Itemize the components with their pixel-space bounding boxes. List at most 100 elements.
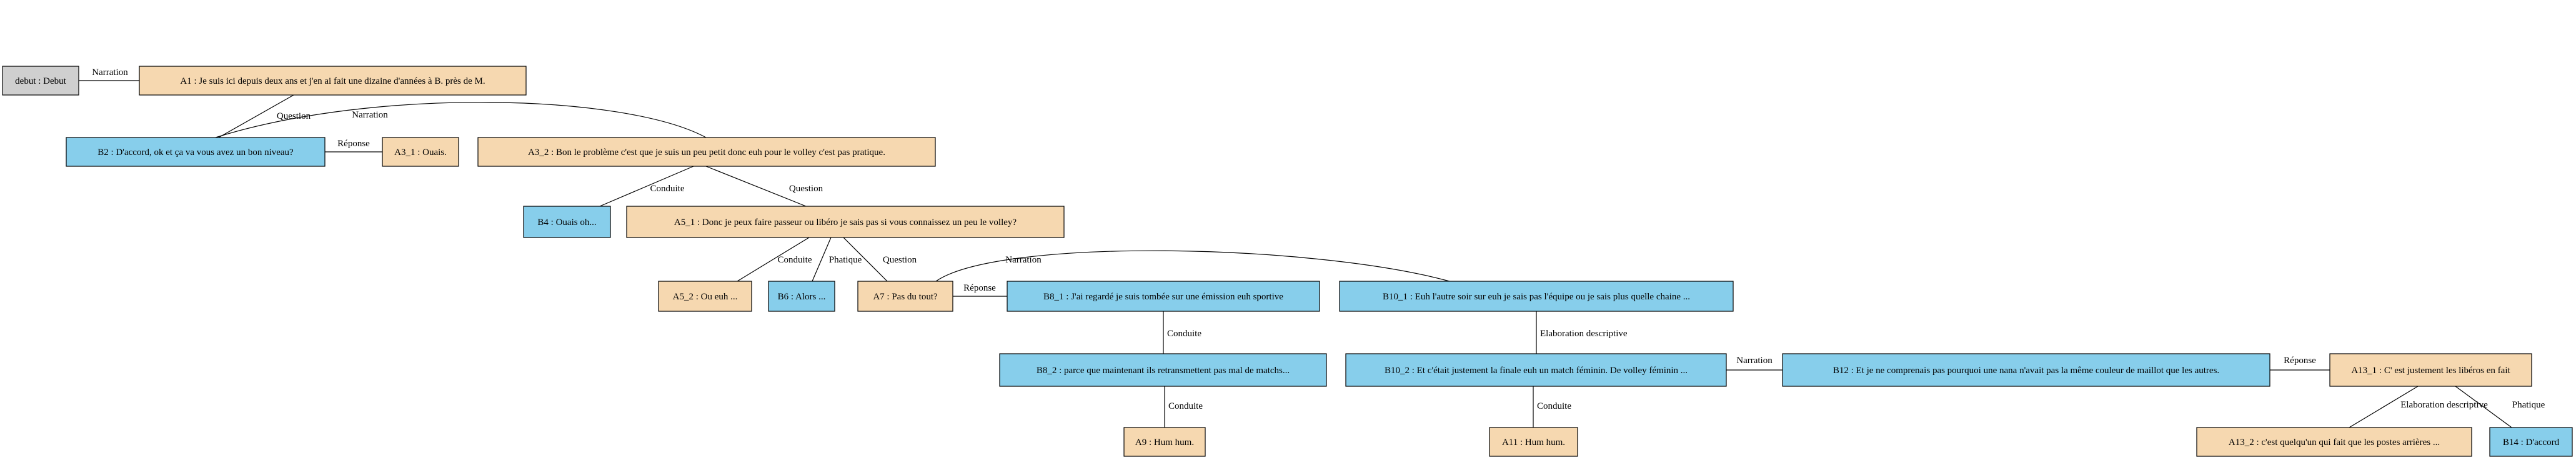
node-box — [2329, 353, 2532, 387]
node-b6: B6 : Alors ... — [768, 281, 835, 312]
edge-label: Elaboration descriptive — [1540, 329, 1628, 339]
node-label: A13_2 : c'est quelqu'un qui fait que les… — [2229, 438, 2440, 448]
node-label: B10_2 : Et c'était justement la finale e… — [1385, 366, 1688, 376]
edge-A13_1-A13_2: Elaboration descriptive — [2349, 386, 2488, 428]
node-label: A7 : Pas du tout? — [873, 292, 938, 302]
edge-label: Réponse — [2284, 356, 2316, 366]
edge-debut-A1: Narration — [79, 68, 139, 81]
node-label: B10_1 : Euh l'autre soir sur euh je sais… — [1383, 292, 1690, 302]
edge-line — [737, 237, 810, 282]
edge-B2-A3_1: Réponse — [325, 139, 382, 152]
edge-line — [2455, 386, 2512, 428]
edge-label: Réponse — [963, 283, 996, 293]
node-box — [2489, 427, 2573, 457]
node-b10-2: B10_2 : Et c'était justement la finale e… — [1345, 353, 1727, 387]
node-a9: A9 : Hum hum. — [1123, 427, 1206, 457]
edge-label: Elaboration descriptive — [2400, 400, 2488, 410]
node-box — [523, 206, 611, 238]
node-a13-2: A13_2 : c'est quelqu'un qui fait que les… — [2196, 427, 2472, 457]
node-box — [139, 66, 527, 96]
edge-B10_2-A11: Conduite — [1533, 386, 1571, 428]
node-label: A1 : Je suis ici depuis deux ans et j'en… — [180, 76, 485, 86]
edge-B2-A3_2: Narration — [215, 102, 707, 138]
node-label: A9 : Hum hum. — [1135, 438, 1194, 448]
edge-B10_1-B10_2: Elaboration descriptive — [1536, 311, 1628, 354]
node-label: A3_2 : Bon le problème c'est que je suis… — [528, 148, 885, 158]
edge-A5_1-B6: Phatique — [812, 237, 862, 282]
edge-label: Narration — [1005, 255, 1042, 265]
node-box — [1345, 353, 1727, 387]
edge-B10_2-B12: Narration — [1726, 356, 1783, 371]
edge-line — [705, 166, 807, 207]
node-a1: A1 : Je suis ici depuis deux ans et j'en… — [139, 66, 527, 96]
node-label: B2 : D'accord, ok et ça va vous avez un … — [97, 148, 294, 158]
edge-B8_2-A9: Conduite — [1164, 386, 1203, 428]
edge-A1-B2: Question — [218, 94, 311, 138]
edge-B8_1-B8_2: Conduite — [1163, 311, 1201, 354]
node-a3-1: A3_1 : Ouais. — [382, 137, 459, 167]
edge-label: Question — [789, 184, 823, 194]
node-a13-1: A13_1 : C' est justement les libéros en … — [2329, 353, 2532, 387]
node-box — [2196, 427, 2472, 457]
node-box — [999, 353, 1327, 387]
edge-line — [599, 166, 694, 207]
node-label: A3_1 : Ouais. — [394, 148, 447, 158]
node-box — [1489, 427, 1578, 457]
edge-label: Conduite — [650, 184, 685, 194]
node-label: B12 : Et je ne comprenais pas pourquoi u… — [1833, 366, 2219, 376]
edge-line — [935, 250, 1450, 282]
node-box — [2, 66, 79, 96]
edge-label: Question — [883, 255, 917, 265]
edge-line — [2349, 386, 2419, 428]
edge-layer: NarrationQuestionRéponseNarrationConduit… — [79, 68, 2545, 428]
node-a5-2: A5_2 : Ou euh ... — [658, 281, 752, 312]
node-b4: B4 : Ouais oh... — [523, 206, 611, 238]
node-label: B8_2 : parce que maintenant ils retransm… — [1037, 366, 1290, 376]
edge-A7-B8_1: Réponse — [953, 283, 1007, 297]
node-box — [1782, 353, 2270, 387]
edge-A5_1-A5_2: Conduite — [737, 237, 812, 282]
node-label: A11 : Hum hum. — [1502, 438, 1565, 448]
edge-label: Réponse — [337, 139, 370, 149]
edge-label: Narration — [92, 68, 128, 78]
node-b14: B14 : D'accord — [2489, 427, 2573, 457]
node-label: A5_1 : Donc je peux faire passeur ou lib… — [674, 218, 1017, 228]
node-a11: A11 : Hum hum. — [1489, 427, 1578, 457]
node-box — [66, 137, 326, 167]
node-label: B4 : Ouais oh... — [537, 218, 596, 228]
node-b8-2: B8_2 : parce que maintenant ils retransm… — [999, 353, 1327, 387]
node-box — [382, 137, 459, 167]
node-box — [857, 281, 953, 312]
node-box — [1007, 281, 1320, 312]
edge-line — [215, 102, 707, 138]
node-box — [658, 281, 752, 312]
node-label: B8_1 : J'ai regardé je suis tombée sur u… — [1043, 292, 1283, 302]
edge-line — [843, 237, 888, 282]
edge-A5_1-A7: Question — [843, 237, 917, 282]
node-box — [1123, 427, 1206, 457]
edge-label: Conduite — [1168, 401, 1203, 411]
node-label: B6 : Alors ... — [778, 292, 826, 302]
node-label: A5_2 : Ou euh ... — [673, 292, 738, 302]
edge-label: Phatique — [2512, 400, 2545, 410]
node-a7: A7 : Pas du tout? — [857, 281, 953, 312]
node-a3-2: A3_2 : Bon le problème c'est que je suis… — [477, 137, 936, 167]
node-box — [768, 281, 835, 312]
node-label: B14 : D'accord — [2503, 438, 2560, 448]
edge-label: Conduite — [1537, 401, 1571, 411]
edge-B12-A13_1: Réponse — [2270, 356, 2330, 371]
node-b12: B12 : Et je ne comprenais pas pourquoi u… — [1782, 353, 2270, 387]
node-b10-1: B10_1 : Euh l'autre soir sur euh je sais… — [1339, 281, 1734, 312]
edge-label: Question — [277, 111, 311, 121]
node-box — [1339, 281, 1734, 312]
edge-A3_2-A5_1: Question — [705, 166, 823, 207]
edge-label: Narration — [352, 110, 388, 120]
edge-line — [218, 94, 294, 138]
node-b2: B2 : D'accord, ok et ça va vous avez un … — [66, 137, 326, 167]
node-box — [626, 206, 1065, 238]
node-box — [477, 137, 936, 167]
node-b8-1: B8_1 : J'ai regardé je suis tombée sur u… — [1007, 281, 1320, 312]
edge-A7-B10_1: Narration — [935, 250, 1450, 282]
node-a5-1: A5_1 : Donc je peux faire passeur ou lib… — [626, 206, 1065, 238]
